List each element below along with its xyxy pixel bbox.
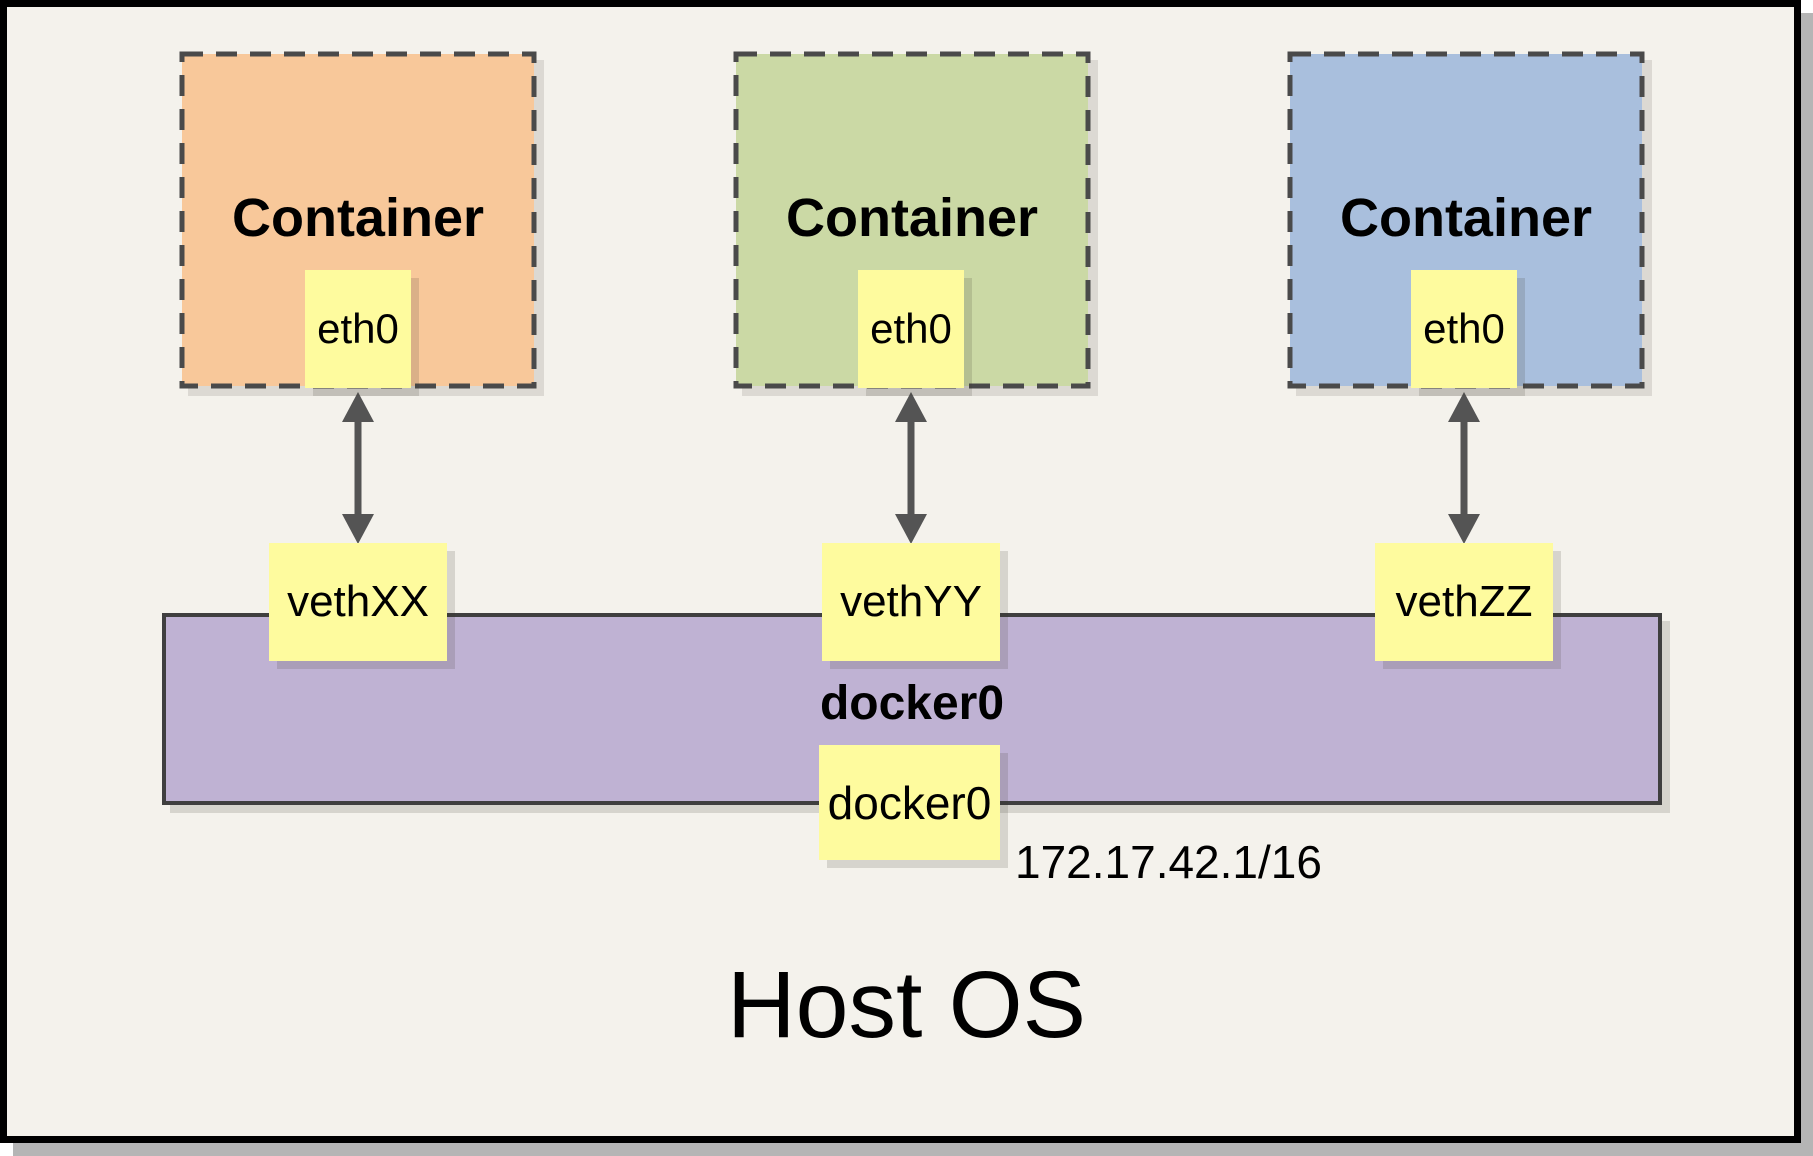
vethxx-label: vethXX — [287, 577, 429, 626]
container-1-title: Container — [231, 188, 485, 248]
container-3-title: Container — [1339, 188, 1593, 248]
vethzz-label: vethZZ — [1395, 577, 1533, 626]
docker0-interface-label: docker0 — [827, 776, 992, 829]
container-2-title: Container — [785, 188, 1039, 248]
docker0-bridge-title: docker0 — [819, 677, 1005, 730]
eth0-label-1: eth0 — [317, 305, 399, 352]
vethyy-box: vethYY — [822, 543, 1000, 661]
bridge-ip-address: 172.17.42.1/16 — [1015, 836, 1322, 888]
eth0-box-3: eth0 — [1411, 270, 1517, 388]
vethxx-box: vethXX — [269, 543, 447, 661]
eth0-box-2: eth0 — [858, 270, 964, 388]
vethyy-label: vethYY — [840, 577, 982, 626]
host-os-label: Host OS — [727, 952, 1086, 1058]
eth0-box-1: eth0 — [305, 270, 411, 388]
eth0-label-3: eth0 — [1423, 305, 1505, 352]
vethzz-box: vethZZ — [1375, 543, 1553, 661]
eth0-label-2: eth0 — [870, 305, 952, 352]
docker0-interface-box: docker0 — [819, 745, 1000, 860]
